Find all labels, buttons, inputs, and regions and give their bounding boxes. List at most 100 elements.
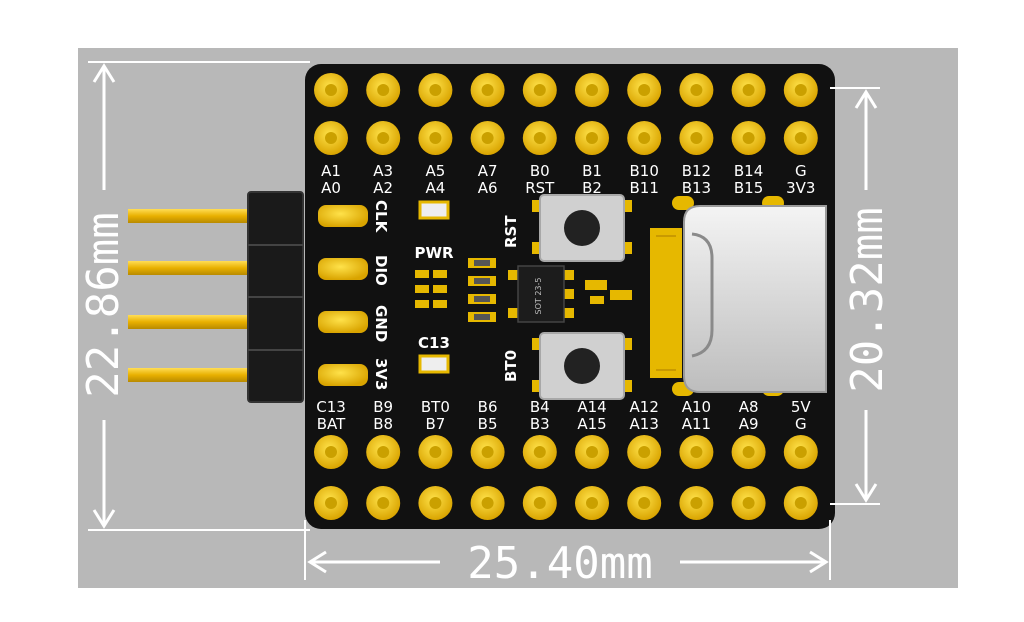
bottom-pin-label: A14 <box>577 398 606 416</box>
bottom-pin-label: G <box>795 415 807 433</box>
bottom-pin-label: A12 <box>630 398 659 416</box>
rst-button-label: RST <box>502 215 520 248</box>
bottom-pin-label: A11 <box>682 415 711 433</box>
header-label-clk: CLK <box>372 200 390 234</box>
bt0-button[interactable]: BT0 <box>502 332 632 400</box>
dimension-left-label: 22.86mm <box>78 212 129 397</box>
bottom-pin-label: A8 <box>739 398 759 416</box>
pin-hole <box>533 497 546 509</box>
pad-rows <box>314 73 818 520</box>
dimension-right-label: 20.32mm <box>842 207 893 392</box>
top-pin-label: B14 <box>734 162 763 180</box>
pin-hole <box>690 132 703 144</box>
top-pin-label: A2 <box>373 179 393 197</box>
pin-hole <box>586 497 598 509</box>
pin-hole <box>638 84 651 96</box>
pin-hole <box>638 132 651 144</box>
top-pin-label: B11 <box>630 179 659 197</box>
top-pin-label: 3V3 <box>786 179 815 197</box>
usb-c-connector[interactable] <box>650 196 827 396</box>
top-pin-labels: A1A0A3A2A5A4A7A6B0RSTB1B2B10B11B12B13B14… <box>321 162 815 197</box>
header-pad-3 <box>318 311 368 333</box>
pin-hole <box>429 446 442 458</box>
bottom-pin-label: B7 <box>425 415 445 433</box>
pin-hole <box>533 446 546 458</box>
top-pin-label: B2 <box>582 179 602 197</box>
top-pin-label: A1 <box>321 162 341 180</box>
bottom-pin-label: B6 <box>478 398 498 416</box>
header-pad-4 <box>318 364 368 386</box>
usb-c-shell[interactable] <box>683 205 827 393</box>
dimension-bottom-label: 25.40mm <box>467 538 652 589</box>
pin-hole <box>586 446 598 458</box>
dimension-left: 22.86mm <box>78 61 310 531</box>
dimension-bottom: 25.40mm <box>304 520 831 589</box>
top-pin-label: B12 <box>682 162 711 180</box>
bottom-pin-label: A9 <box>739 415 759 433</box>
pin-hole <box>325 84 337 96</box>
pin-hole <box>377 497 390 509</box>
pin-hole <box>742 84 755 96</box>
bt0-button-label: BT0 <box>502 350 520 382</box>
top-pin-label: A5 <box>425 162 445 180</box>
pin-hole <box>742 132 755 144</box>
bt0-button-cap[interactable] <box>564 348 600 384</box>
pin-hole <box>794 446 807 458</box>
bottom-pin-labels: C13BATB9B8BT0B7B6B5B4B3A14A15A12A13A10A1… <box>316 398 811 433</box>
bottom-pin-label: A15 <box>577 415 606 433</box>
header-pin-1 <box>125 209 250 223</box>
top-pin-label: A4 <box>425 179 445 197</box>
pin-hole <box>481 132 494 144</box>
pin-hole <box>638 497 651 509</box>
pin-hole <box>742 497 755 509</box>
pin-hole <box>533 132 546 144</box>
header-pin-2 <box>125 261 250 275</box>
bottom-pin-label: BT0 <box>421 398 450 416</box>
regulator-label: SOT 23-5 <box>534 278 543 315</box>
top-pin-label: B1 <box>582 162 602 180</box>
top-pin-label: RST <box>525 179 555 197</box>
pin-hole <box>638 446 651 458</box>
pin-hole <box>533 84 546 96</box>
header-label-dio: DIO <box>372 255 390 286</box>
c13-led: C13 <box>418 334 450 374</box>
bottom-pin-label: A13 <box>630 415 659 433</box>
pwr-led: PWR <box>414 200 454 262</box>
pin-hole <box>794 132 807 144</box>
top-pin-label: A0 <box>321 179 341 197</box>
pin-hole <box>481 84 494 96</box>
dimension-right: 20.32mm <box>830 87 893 505</box>
pin-header <box>125 191 368 403</box>
pin-hole <box>586 84 598 96</box>
bottom-pin-label: 5V <box>791 398 812 416</box>
top-pin-label: G <box>795 162 807 180</box>
rst-button-cap[interactable] <box>564 210 600 246</box>
pin-hole <box>794 84 807 96</box>
regulator-chip: SOT 23-5 <box>508 265 574 323</box>
pin-hole <box>690 497 703 509</box>
passive-components <box>415 258 632 322</box>
pin-hole <box>429 132 442 144</box>
bottom-pin-label: B8 <box>373 415 393 433</box>
pin-hole <box>481 446 494 458</box>
bottom-pin-label: A10 <box>682 398 711 416</box>
pin-hole <box>742 446 755 458</box>
pin-hole <box>690 84 703 96</box>
top-pin-label: A3 <box>373 162 393 180</box>
rst-button[interactable]: RST <box>502 194 632 262</box>
usb-pad-strip <box>650 228 682 378</box>
top-pin-label: B13 <box>682 179 711 197</box>
top-pin-label: A7 <box>478 162 498 180</box>
bottom-pin-label: B3 <box>530 415 550 433</box>
pin-hole <box>377 84 390 96</box>
pwr-led-label: PWR <box>414 244 454 262</box>
bottom-pin-label: B5 <box>478 415 498 433</box>
pin-hole <box>325 446 337 458</box>
header-label-gnd: GND <box>372 305 390 342</box>
pin-hole <box>325 497 337 509</box>
bottom-pin-label: B9 <box>373 398 393 416</box>
c13-led-body <box>418 354 450 374</box>
pin-hole <box>377 132 390 144</box>
bottom-pin-label: B4 <box>530 398 550 416</box>
